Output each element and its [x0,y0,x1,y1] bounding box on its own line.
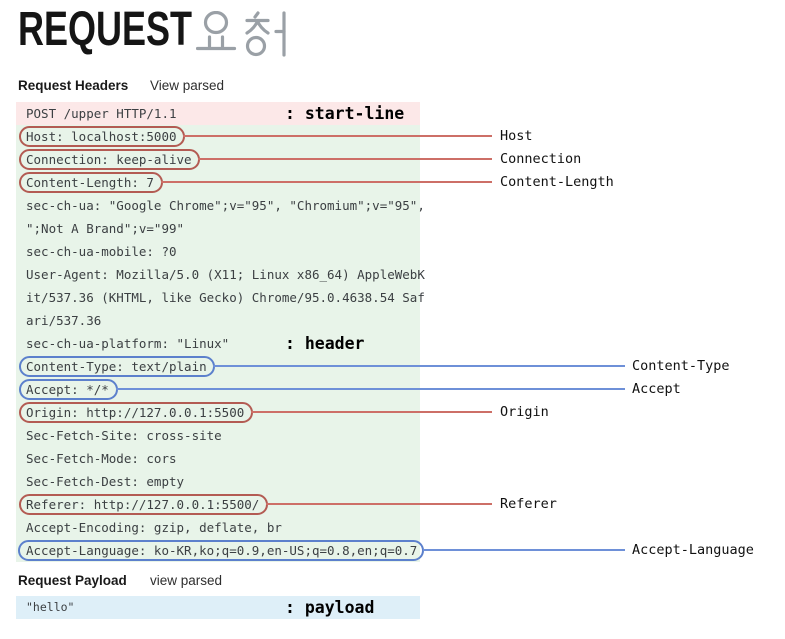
callout-line-host [183,135,492,137]
header-line-sec-fetch-mode: Sec-Fetch-Mode: cors [16,447,420,470]
request-headers-label: Request Headers [18,78,129,93]
header-text: sec-ch-ua-platform: "Linux" [26,336,230,351]
view-parsed-link[interactable]: View parsed [150,78,225,93]
callout-label-referer: Referer [500,496,557,512]
header-annotation: : header [285,334,365,353]
callout-line-content-type [213,365,625,367]
header-line-sec-ch-ua: sec-ch-ua: "Google Chrome";v="95", "Chro… [16,194,425,217]
header-text: ";Not A Brand";v="99" [26,221,185,236]
headers-green-area: Host: localhost:5000 Host Connection: ke… [16,125,754,562]
request-headers-block: POST /upper HTTP/1.1 : start-line Host: … [16,102,754,562]
callout-label-origin: Origin [500,404,549,420]
header-line-referer: Referer: http://127.0.0.1:5500/ Referer [16,493,557,516]
header-line-connection: Connection: keep-alive Connection [16,148,581,171]
callout-label-host: Host [500,128,533,144]
header-line-sec-ch-ua-mobile: sec-ch-ua-mobile: ?0 [16,240,420,263]
subtitle-hangul-glyphs [196,11,286,57]
header-line-sec-fetch-dest: Sec-Fetch-Dest: empty [16,470,420,493]
callout-label-connection: Connection [500,151,582,167]
header-text: sec-ch-ua-mobile: ?0 [26,244,177,259]
callout-line-origin [251,411,492,413]
header-text: Host: localhost:5000 [26,129,177,144]
header-text: Content-Length: 7 [26,175,154,190]
header-line-origin: Origin: http://127.0.0.1:5500 Origin [16,401,549,424]
payload-annotation: : payload [285,598,375,617]
start-line-row: POST /upper HTTP/1.1 : start-line [16,102,420,125]
header-line-host: Host: localhost:5000 Host [16,125,533,148]
payload-text: "hello" [26,600,75,614]
header-text: Sec-Fetch-Site: cross-site [26,428,222,443]
header-line-sec-fetch-site: Sec-Fetch-Site: cross-site [16,424,420,447]
callout-line-accept-language [423,549,625,551]
header-text: User-Agent: Mozilla/5.0 (X11; Linux x86_… [26,267,425,282]
header-line-content-type: Content-Type: text/plain Content-Type [16,355,730,378]
header-text: Referer: http://127.0.0.1:5500/ [26,497,260,512]
callout-line-referer [266,503,492,505]
header-text: Accept-Language: ko-KR,ko;q=0.9,en-US;q=… [26,543,418,558]
header-line-accept: Accept: */* Accept [16,378,681,401]
header-text: Accept: */* [26,382,109,397]
payload-row: "hello" : payload [16,596,420,619]
header-text: Accept-Encoding: gzip, deflate, br [26,520,282,535]
header-text: sec-ch-ua: "Google Chrome";v="95", "Chro… [26,198,425,213]
page-title: REQUEST [18,3,193,56]
header-text: Origin: http://127.0.0.1:5500 [26,405,245,420]
start-line-text: POST /upper HTTP/1.1 [26,106,177,121]
header-line-accept-language: Accept-Language: ko-KR,ko;q=0.9,en-US;q=… [16,539,754,562]
header-text: Sec-Fetch-Mode: cors [26,451,177,466]
header-line-user-agent-wrap1: it/537.36 (KHTML, like Gecko) Chrome/95.… [16,286,425,309]
request-payload-label: Request Payload [18,573,127,588]
header-line-accept-encoding: Accept-Encoding: gzip, deflate, br [16,516,420,539]
callout-line-content-length [161,181,492,183]
header-line-user-agent: User-Agent: Mozilla/5.0 (X11; Linux x86_… [16,263,425,286]
header-text: it/537.36 (KHTML, like Gecko) Chrome/95.… [26,290,425,305]
header-text: Sec-Fetch-Dest: empty [26,474,185,489]
callout-line-connection [198,158,492,160]
header-line-content-length: Content-Length: 7 Content-Length [16,171,614,194]
header-text: ari/537.36 [26,313,102,328]
callout-label-content-type: Content-Type [632,358,730,374]
header-line-sec-ch-ua-platform: sec-ch-ua-platform: "Linux" : header [16,332,420,355]
callout-line-accept [116,388,625,390]
view-parsed-payload-link[interactable]: view parsed [150,573,223,588]
header-line-sec-ch-ua-wrap: ";Not A Brand";v="99" [16,217,420,240]
header-line-user-agent-wrap2: ari/537.36 [16,309,420,332]
callout-label-accept: Accept [632,381,681,397]
header-text: Connection: keep-alive [26,152,192,167]
start-line-annotation: : start-line [285,104,405,123]
header-text: Content-Type: text/plain [26,359,207,374]
callout-label-content-length: Content-Length [500,174,614,190]
callout-label-accept-language: Accept-Language [632,542,754,558]
